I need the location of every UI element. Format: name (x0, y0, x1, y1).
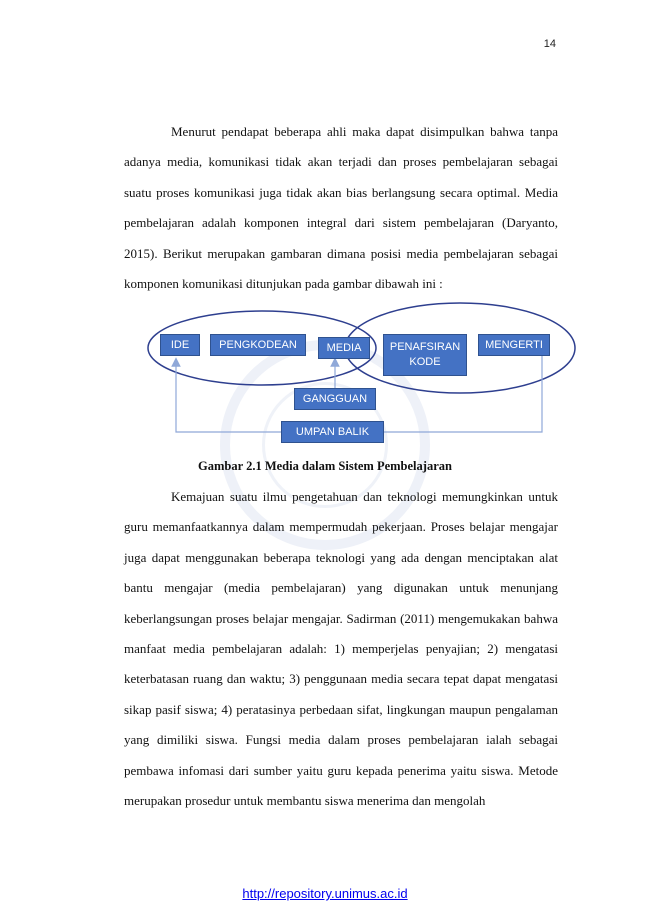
body-paragraph-1: Menurut pendapat beberapa ahli maka dapa… (124, 124, 558, 292)
sender-ellipse (147, 310, 377, 386)
gangguan-box: GANGGUAN (294, 388, 376, 410)
watermark-seal-inner (262, 382, 388, 508)
ide-box: IDE (160, 334, 200, 356)
media-box: MEDIA (318, 337, 370, 359)
feedback-connector-right (384, 355, 543, 433)
figure-caption: Gambar 2.1 Media dalam Sistem Pembelajar… (198, 459, 452, 473)
penafsiran-kode-box: PENAFSIRAN KODE (383, 334, 467, 376)
repository-link[interactable]: http://repository.unimus.ac.id (242, 886, 408, 901)
pengkodean-box: PENGKODEAN (210, 334, 306, 356)
mengerti-box: MENGERTI (478, 334, 550, 356)
feedback-connector-left (171, 357, 281, 433)
umpan-balik-box: UMPAN BALIK (281, 421, 384, 443)
body-paragraph-2: Kemajuan suatu ilmu pengetahuan dan tekn… (124, 489, 558, 809)
page-number: 14 (543, 38, 556, 50)
